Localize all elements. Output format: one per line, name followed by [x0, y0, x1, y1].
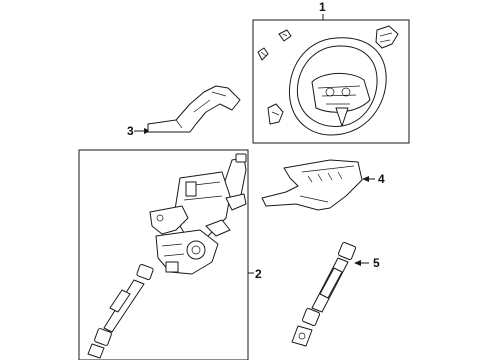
upper-cover-group: 3 [127, 85, 241, 138]
wheel-switch-small [278, 29, 292, 42]
intermediate-shaft-part [291, 241, 357, 347]
wheel-clip-upper-left [257, 47, 269, 61]
steering-wheel-part [288, 37, 387, 136]
lower-column-cover [261, 159, 363, 211]
steering-wheel-group: 1 [252, 0, 410, 144]
callout-label-5: 5 [373, 256, 380, 270]
upper-column-cover [147, 85, 241, 133]
callout-label-4: 4 [378, 172, 385, 186]
intermediate-shaft-group: 5 [291, 241, 380, 347]
callout-arrow-5 [354, 260, 361, 266]
steering-column-group: 2 [78, 149, 262, 360]
callout-label-2: 2 [255, 267, 262, 281]
callout-label-1: 1 [319, 0, 326, 14]
lower-cover-group: 4 [261, 159, 385, 211]
wheel-bracket-right [375, 25, 399, 49]
steering-wheel-box [252, 19, 410, 144]
wheel-paddle-lower-left [267, 103, 284, 125]
callout-label-3: 3 [127, 124, 134, 138]
steering-column-part [149, 153, 247, 275]
column-intermediate-shaft [87, 264, 154, 359]
callout-arrow-4 [362, 176, 369, 182]
steering-column-box [78, 149, 249, 360]
